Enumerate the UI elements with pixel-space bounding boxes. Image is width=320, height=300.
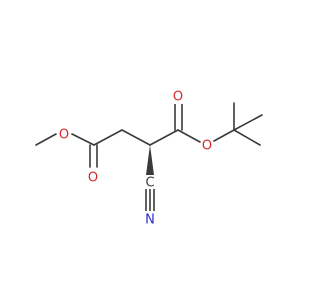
atom-o-ester-left: O — [59, 128, 69, 143]
atom-o-ester-right: O — [202, 139, 212, 154]
bond-c-o-ester-right — [177, 129, 201, 143]
atom-o-carbonyl-right: O — [173, 90, 183, 105]
atom-c-nitrile: C — [145, 176, 154, 191]
bond-methyl-o — [35, 133, 57, 146]
bond-c-ch2 — [93, 129, 123, 146]
label-bg-o-ester-right — [201, 137, 213, 153]
label-bg-o-carbonyl-left — [87, 169, 99, 185]
atom-n-nitrile: N — [145, 213, 155, 228]
bond-o-tbu — [213, 129, 235, 142]
label-bg-o-carbonyl-right — [172, 88, 184, 104]
bond-tbu-right — [233, 114, 263, 131]
molecule-structure: O O O O C N — [35, 88, 263, 228]
label-bg-c-nitrile — [144, 175, 156, 189]
atom-o-carbonyl-left: O — [88, 171, 98, 186]
label-bg-n-nitrile — [143, 211, 157, 227]
label-bg-o-ester-left — [58, 126, 70, 142]
bond-o-c-left — [71, 133, 95, 146]
bond-ch2-stereo — [121, 129, 151, 146]
bond-stereo-c-right — [149, 129, 179, 146]
bond-tbu-down — [233, 129, 261, 146]
wedge-bond-stereo-cn — [146, 145, 154, 175]
